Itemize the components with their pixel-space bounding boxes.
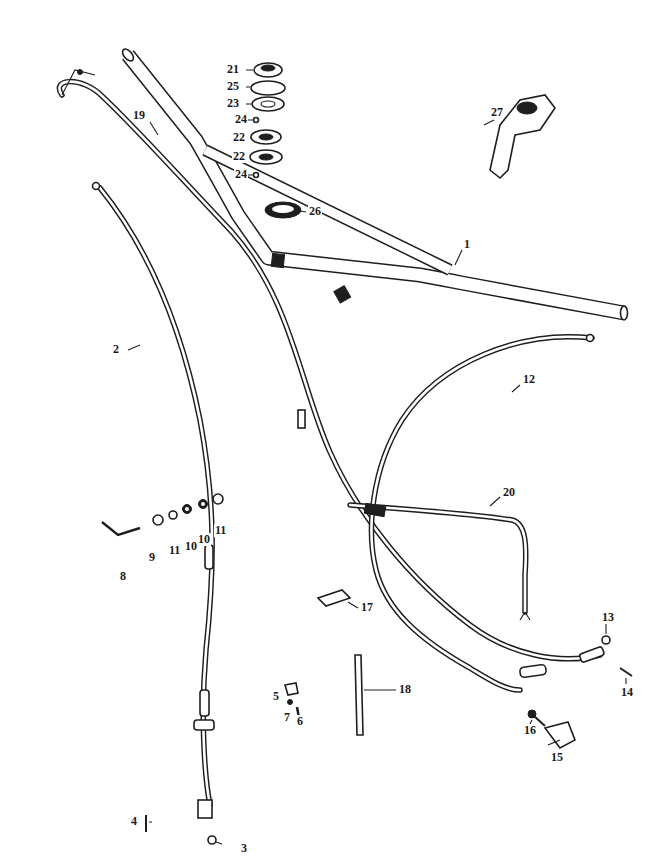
callout-number: 15 [550, 751, 564, 764]
callout-number: 17 [360, 601, 374, 614]
callout-number: 25 [226, 80, 240, 93]
callout-number: 1 [463, 238, 471, 251]
callout-number: 18 [398, 683, 412, 696]
callout-number: 14 [620, 686, 634, 699]
callout-number: 2 [112, 343, 120, 356]
callout-number: 19 [132, 109, 146, 122]
handlebar [120, 47, 627, 320]
callout-number: 13 [601, 611, 615, 624]
leader-lines [128, 70, 626, 844]
callout-number: 16 [523, 724, 537, 737]
small-parts [102, 63, 632, 844]
callout-number: 24 [234, 168, 248, 181]
callout-number: 4 [130, 815, 138, 828]
callout-number: 11 [214, 524, 227, 537]
callout-number: 10 [184, 540, 198, 553]
callout-number: 5 [272, 690, 280, 703]
callout-number: 12 [522, 373, 536, 386]
callout-number: 11 [168, 544, 181, 557]
callout-number: 24 [234, 113, 248, 126]
callout-number: 23 [226, 97, 240, 110]
callout-number: 22 [232, 131, 246, 144]
callout-number: 10 [197, 533, 211, 546]
callout-number: 7 [283, 711, 291, 724]
callout-number: 9 [148, 551, 156, 564]
callout-number: 6 [296, 715, 304, 728]
callout-number: 21 [226, 63, 240, 76]
callout-number: 3 [240, 842, 248, 855]
callout-number: 26 [308, 205, 322, 218]
callout-number: 27 [490, 106, 504, 119]
callout-number: 8 [119, 570, 127, 583]
cables [59, 70, 604, 819]
callout-number: 22 [232, 150, 246, 163]
callout-number: 20 [502, 486, 516, 499]
